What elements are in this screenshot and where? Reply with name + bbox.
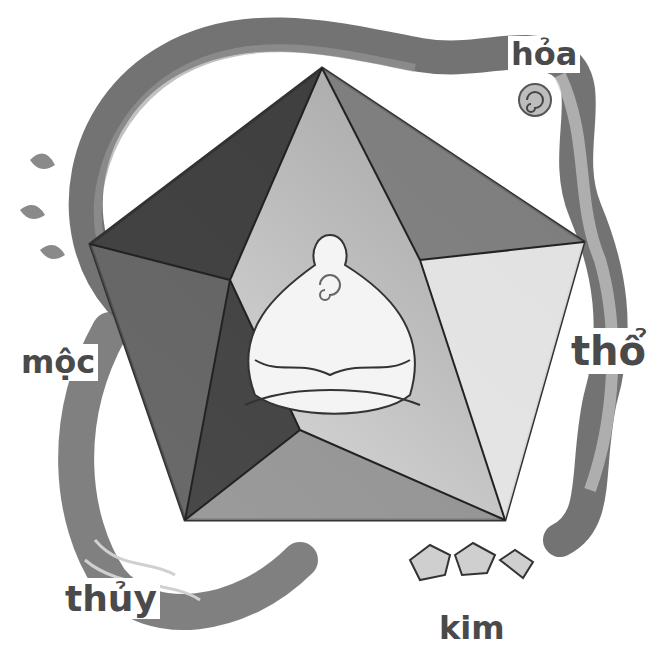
pentagon-edges	[90, 68, 584, 520]
sun-swirl	[527, 92, 543, 112]
meditating-figure	[245, 235, 420, 414]
element-label: kim	[436, 610, 508, 647]
pentagon	[90, 68, 584, 520]
element-band	[86, 34, 611, 540]
element-label: thổ	[568, 328, 649, 374]
metal-crystals	[410, 543, 533, 580]
element-label: thủy	[62, 578, 160, 619]
pentagon-facet	[322, 68, 584, 260]
pentagon-facet	[90, 68, 322, 280]
leaves	[20, 154, 65, 259]
element-label: mộc	[18, 344, 98, 381]
sun-swirl	[519, 84, 551, 116]
pentagon-facet	[420, 242, 584, 520]
element-label: hỏa	[508, 36, 580, 73]
